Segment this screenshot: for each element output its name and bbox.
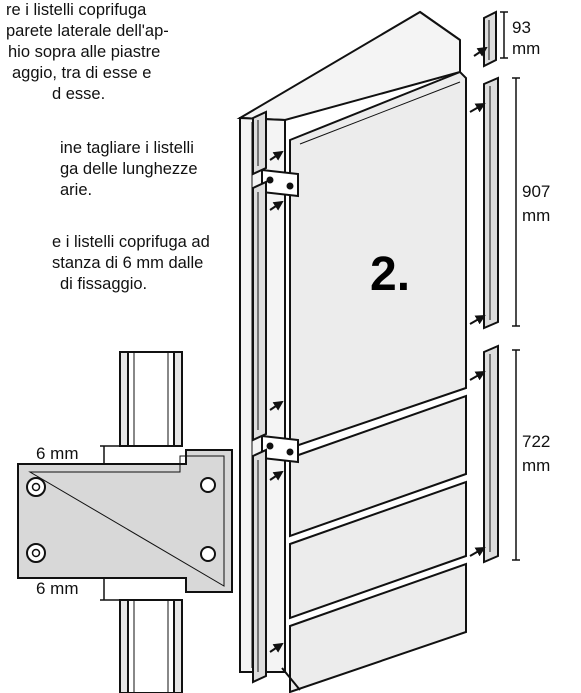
upper-door bbox=[289, 70, 467, 450]
instruction-paragraph-2: ine tagliare i listelli ga delle lunghez… bbox=[0, 138, 198, 201]
side-strip-middle bbox=[252, 180, 267, 442]
appliance-front bbox=[281, 70, 467, 693]
strip-722mm bbox=[469, 344, 499, 564]
lower-door-1 bbox=[289, 394, 467, 538]
strip-722-value: 722 bbox=[522, 432, 550, 451]
strip-722-unit: mm bbox=[522, 456, 550, 475]
instruction-line: hio sopra alle piastre bbox=[8, 43, 161, 61]
lower-door-3 bbox=[289, 562, 467, 693]
detail-fixing-plate bbox=[17, 449, 233, 593]
fixing-plate-upper bbox=[261, 168, 299, 198]
upper-door-edge bbox=[299, 81, 461, 145]
dimension-722mm bbox=[512, 349, 520, 561]
fixing-plate-lower bbox=[261, 434, 299, 464]
instruction-line: d esse. bbox=[52, 85, 106, 103]
plinth-edge bbox=[281, 667, 301, 691]
instruction-line: arie. bbox=[60, 181, 93, 199]
gap-bottom-label: 6 mm bbox=[36, 579, 79, 598]
strip-93-value: 93 bbox=[512, 18, 531, 37]
side-strip-top bbox=[252, 110, 267, 176]
step-number-label: 2. bbox=[370, 248, 410, 301]
strip-93-unit: mm bbox=[512, 39, 540, 58]
dimension-6mm-bottom bbox=[100, 577, 128, 601]
instruction-paragraph-1: re i listelli coprifuga parete laterale … bbox=[0, 0, 169, 105]
instruction-line: aggio, tra di esse e bbox=[12, 64, 152, 82]
gap-top-label: 6 mm bbox=[36, 444, 79, 463]
strip-93mm bbox=[473, 10, 497, 68]
insertion-arrows bbox=[269, 150, 284, 653]
instruction-line: parete laterale dell'ap- bbox=[6, 22, 169, 40]
side-strip-bottom bbox=[252, 448, 267, 684]
strip-907-unit: mm bbox=[522, 206, 550, 225]
instruction-line: ga delle lunghezze bbox=[60, 160, 198, 178]
dimension-907mm bbox=[512, 77, 520, 327]
instruction-line: di fissaggio. bbox=[60, 275, 148, 293]
instruction-line: ine tagliare i listelli bbox=[60, 139, 194, 157]
lower-door-2 bbox=[289, 480, 467, 620]
detail-strip-lower bbox=[119, 599, 183, 693]
dimension-6mm-top bbox=[100, 445, 128, 465]
dimension-93mm bbox=[500, 11, 508, 59]
strip-907-value: 907 bbox=[522, 182, 550, 201]
instruction-paragraph-3: e i listelli coprifuga ad stanza di 6 mm… bbox=[0, 232, 210, 295]
instruction-line: re i listelli coprifuga bbox=[6, 1, 147, 19]
strip-907mm bbox=[469, 76, 499, 330]
detail-strip-upper bbox=[119, 351, 183, 447]
instruction-line: stanza di 6 mm dalle bbox=[52, 254, 204, 272]
instruction-line: e i listelli coprifuga ad bbox=[52, 233, 210, 251]
